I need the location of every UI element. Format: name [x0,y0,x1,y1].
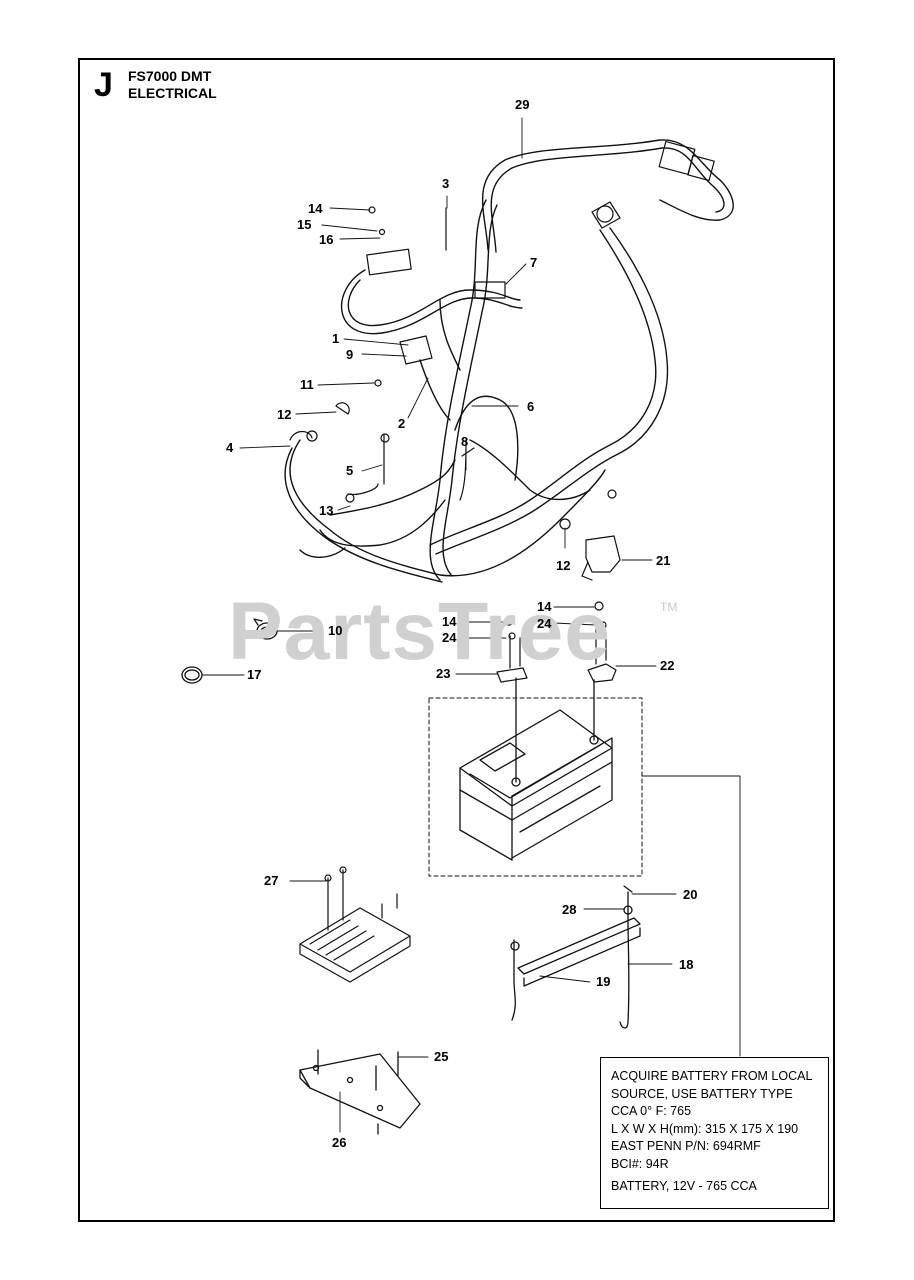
section-letter: J [94,66,113,104]
callout-18: 18 [679,957,694,972]
note-line-1: ACQUIRE BATTERY FROM LOCAL [611,1069,813,1083]
callout-22: 22 [660,658,675,673]
callout-14: 14 [308,201,323,216]
diagram-frame [78,58,835,1222]
callout-16: 16 [319,232,334,247]
callout-12-lower: 12 [556,558,571,573]
watermark-logo: PartsTree [228,586,611,677]
callout-5: 5 [346,463,354,478]
callout-29: 29 [515,97,530,112]
callout-12: 12 [277,407,292,422]
note-line-3: CCA 0° F: 765 [611,1104,692,1118]
small-hardware [289,206,617,530]
battery-terminals [496,601,617,683]
callout-21: 21 [656,553,671,568]
callout-24-right: 24 [537,616,552,631]
note-line-5: EAST PENN P/N: 694RMF [611,1139,761,1153]
mounting-plate [299,1049,421,1135]
battery-spec-line: BATTERY, 12V - 765 CCA [611,1179,757,1193]
note-line-2: SOURCE, USE BATTERY TYPE [611,1086,793,1101]
battery-hold-down [510,885,641,1029]
callout-27: 27 [264,873,279,888]
wiring-harness-29 [284,139,734,583]
callout-9: 9 [346,347,354,362]
model-title: FS7000 DMT [128,68,212,84]
callout-3: 3 [442,176,450,191]
callout-14-left: 14 [442,614,457,629]
callout-6: 6 [527,399,535,414]
leader-lines [201,117,741,1133]
callout-10: 10 [328,623,343,638]
section-title: ELECTRICAL [128,85,217,101]
callout-8: 8 [461,434,469,449]
battery [428,677,643,877]
callout-17: 17 [247,667,262,682]
controller-module [299,866,411,983]
callout-28: 28 [562,902,577,917]
callout-2: 2 [398,416,406,431]
callout-25: 25 [434,1049,449,1064]
note-line-6: BCI#: 94R [611,1156,669,1171]
callout-1: 1 [332,331,340,346]
callout-13: 13 [319,503,334,518]
callout-19: 19 [596,974,611,989]
watermark-trademark: TM [660,600,678,614]
callout-4: 4 [226,440,234,455]
callout-15: 15 [297,217,312,232]
callout-14-right: 14 [537,599,552,614]
note-line-4: L X W X H(mm): 315 X 175 X 190 [611,1121,799,1136]
callout-7: 7 [530,255,538,270]
callout-23: 23 [436,666,451,681]
callout-24-left: 24 [442,630,457,645]
callout-26: 26 [332,1135,347,1150]
connector-blocks [366,140,715,581]
callout-20: 20 [683,887,698,902]
battery-note-box: ACQUIRE BATTERY FROM LOCAL SOURCE, USE B… [600,1057,829,1209]
callout-11: 11 [300,377,314,392]
